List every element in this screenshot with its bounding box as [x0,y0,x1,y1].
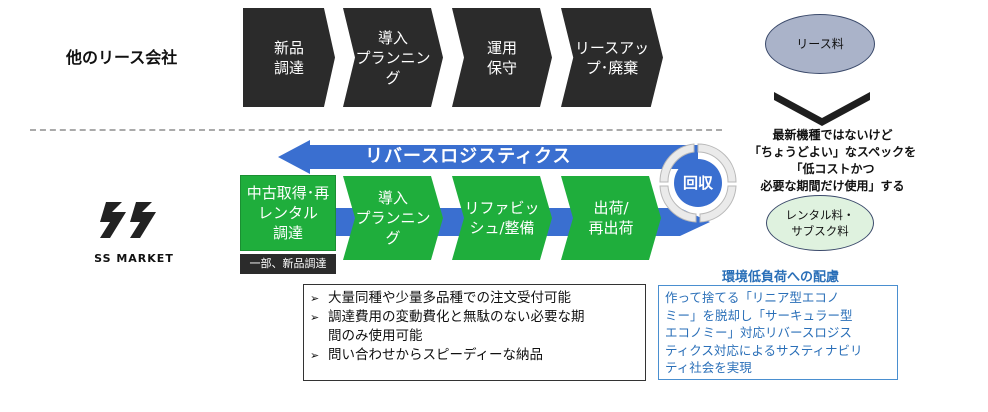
arrow-bullet-icon: ➢ [310,311,320,324]
ss-market-logo [100,202,156,238]
env-box: 作って捨てる「リニア型エコノ ミー」を脱却し「サーキュラー型 エコノミー」対応リ… [658,285,898,380]
top-step-maintenance: 運用 保守 [452,8,552,107]
features-box: ➢大量同種や少量多品種での注文受付可能 ➢調達費用の変動費化と無駄のない必要な期… [303,284,646,381]
recycle-circle-icon [659,143,737,223]
reverse-logistics-arrow [278,140,698,174]
chevron-down-icon [774,92,870,126]
bottom-step-shipping: 出荷/ 再出荷 [561,176,661,260]
arrow-bullet-icon: ➢ [310,349,320,362]
bottom-step-used-acquisition: 中古取得･再 レンタル 調達 [240,175,336,251]
other-lease-label: 他のリース会社 [66,48,178,67]
partial-new-tag: 一部、新品調達 [240,254,336,274]
reverse-logistics-label: リバースロジスティクス [365,146,572,167]
bottom-step-refurbish: リファビッ シュ/整備 [452,176,552,260]
top-step-disposal: リースアッ プ･廃棄 [561,8,663,107]
bottom-step-planning: 導入 プランニン グ [343,176,443,260]
note-text: 最新機種ではないけど 「ちょうどよい」なスペックを 「低コストかつ 必要な期間だ… [748,128,917,193]
env-title: 環境低負荷への配慮 [722,270,840,285]
recovery-label: 回収 [682,174,713,192]
top-step-procure-new: 新品 調達 [243,8,335,107]
env-body: 作って捨てる「リニア型エコノ ミー」を脱却し「サーキュラー型 エコノミー」対応リ… [665,290,863,375]
rental-fee-oval: レンタル料・ サブスク料 [766,195,874,251]
lease-fee-oval: リース料 [765,14,875,74]
ss-market-logo-text: SS MARKET [94,252,174,265]
feature-item: ➢大量同種や少量多品種での注文受付可能 [310,290,571,306]
feature-item: ➢問い合わせからスピーディーな納品 [310,347,544,363]
section-divider [30,129,722,131]
feature-item: ➢調達費用の変動費化と無駄のない必要な期 間のみ使用可能 [310,309,585,344]
arrow-bullet-icon: ➢ [310,292,320,305]
top-step-planning: 導入 プランニン グ [343,8,443,107]
